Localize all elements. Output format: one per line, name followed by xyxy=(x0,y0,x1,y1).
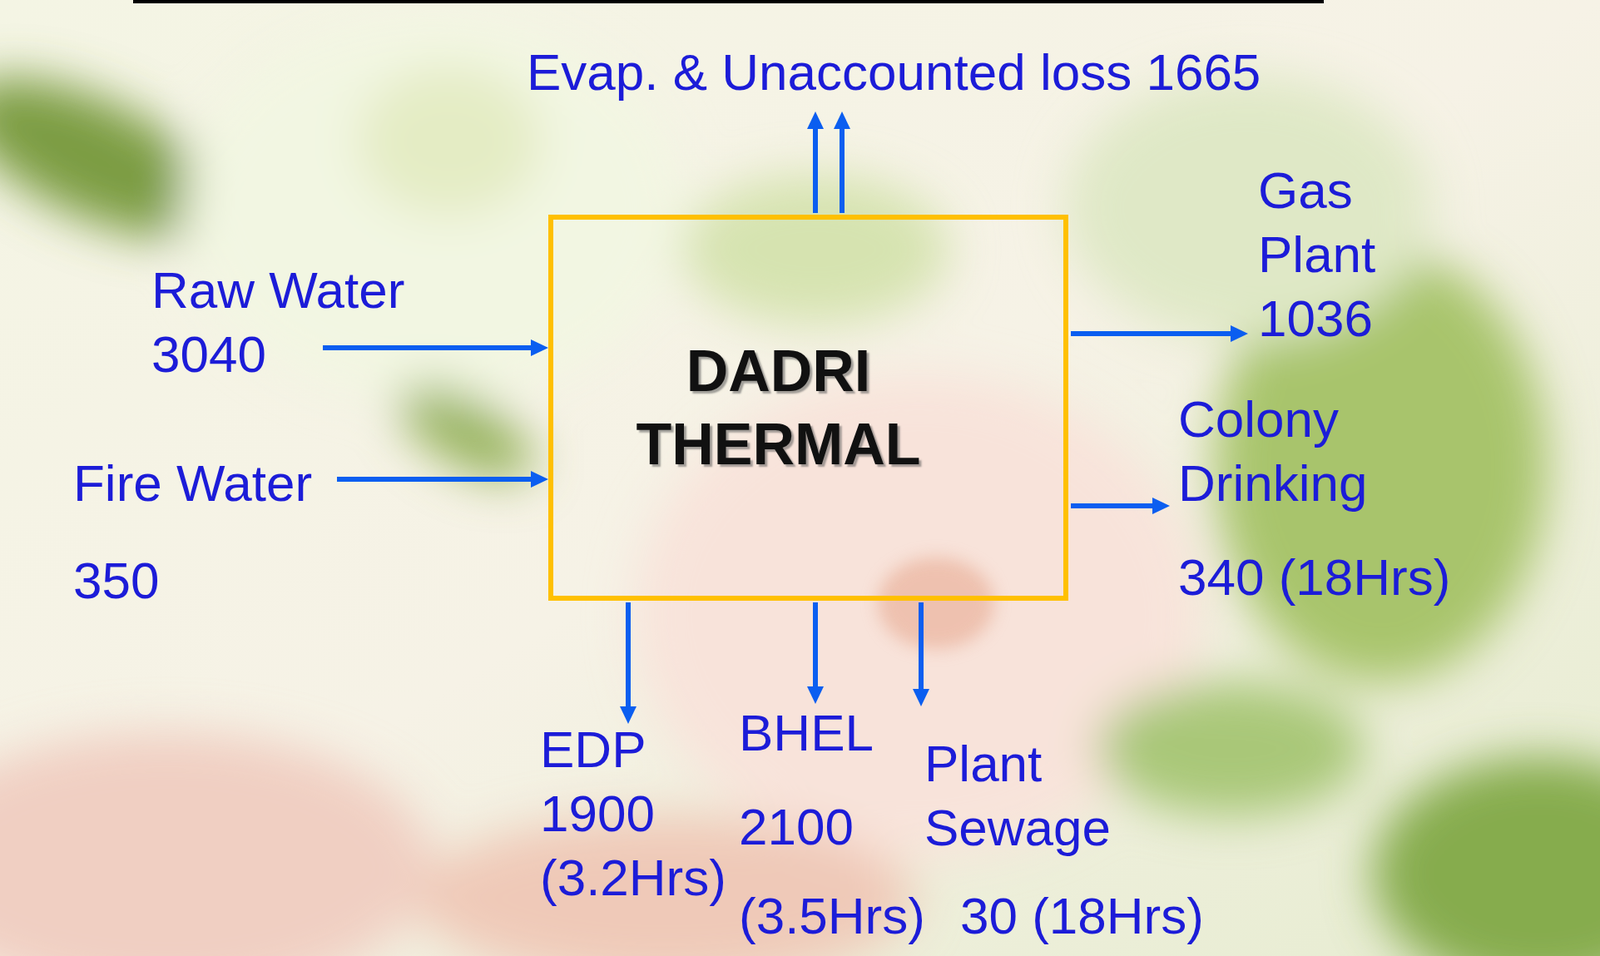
arrow-head xyxy=(530,470,549,488)
flow-label: Evap. & Unaccounted loss 1665 xyxy=(526,39,1261,105)
flow-label: Raw Water 3040 xyxy=(151,257,435,387)
arrow-head xyxy=(833,111,851,129)
arrow-head xyxy=(912,688,930,707)
arrow-head xyxy=(807,686,824,704)
flow-label: BHEL xyxy=(738,700,874,765)
pink-ground xyxy=(0,732,433,956)
leaf xyxy=(1372,757,1600,956)
arrow-line xyxy=(322,345,534,351)
leaf xyxy=(1065,74,1432,342)
flow-label: Gas Plant 1036 xyxy=(1258,158,1376,351)
flow-label: (3.5Hrs) xyxy=(738,883,926,948)
rose-photo xyxy=(0,16,1600,956)
arrow-line xyxy=(336,476,534,482)
arrow-head xyxy=(530,339,549,357)
flow-label: EDP 1900 (3.2Hrs) xyxy=(539,717,727,910)
arrow-head xyxy=(1152,497,1170,515)
flow-label: Fire Water xyxy=(73,450,313,516)
arrow-line xyxy=(812,126,818,214)
arrow-line xyxy=(1070,503,1155,509)
flow-label: 2100 xyxy=(738,794,854,859)
arrow-head xyxy=(807,111,824,129)
arrow-line xyxy=(1070,331,1234,337)
flow-label: Colony Drinking xyxy=(1178,386,1368,516)
arrow-head xyxy=(1230,325,1249,342)
rose-heart xyxy=(877,557,995,649)
arrow-line xyxy=(839,126,845,214)
top-rule xyxy=(133,0,1324,4)
white-rose-center xyxy=(357,66,541,217)
flow-label: 340 (18Hrs) xyxy=(1178,544,1451,610)
flow-arrows xyxy=(322,111,1249,724)
flow-label: Plant Sewage xyxy=(924,731,1111,860)
flow-label: 350 xyxy=(73,548,159,613)
arrow-line xyxy=(812,602,818,689)
arrow-line xyxy=(625,602,631,709)
flow-label: 30 (18Hrs) xyxy=(960,883,1204,948)
arrow-line xyxy=(918,602,924,692)
leaf xyxy=(1098,682,1365,816)
plant-name: DADRI THERMAL xyxy=(635,334,921,481)
plant-box: DADRI THERMAL xyxy=(548,214,1069,601)
